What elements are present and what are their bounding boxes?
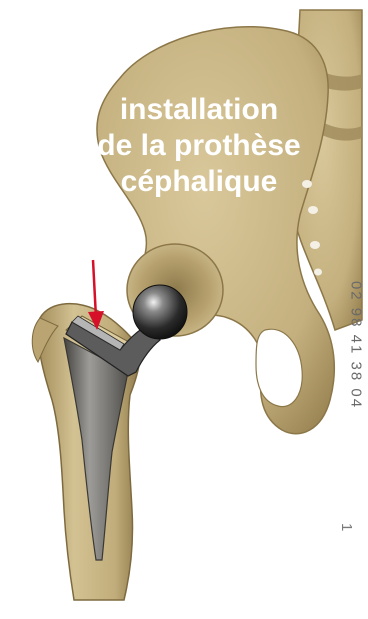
sacral-foramen-3	[310, 241, 320, 249]
caption-line-3: céphalique	[54, 164, 344, 200]
prosthesis-ball-head	[133, 285, 187, 339]
caption-line-2: de la prothèse	[54, 128, 344, 164]
sacral-foramen-4	[314, 269, 322, 276]
caption-block: installation de la prothèse céphalique	[54, 92, 344, 200]
caption-line-1: installation	[54, 92, 344, 128]
side-note-text: 02 98 41 38 04	[348, 281, 365, 409]
side-note: 02 98 41 38 04	[336, 250, 368, 440]
corner-mark: 1	[338, 523, 355, 531]
sacral-foramen-2	[308, 206, 318, 214]
